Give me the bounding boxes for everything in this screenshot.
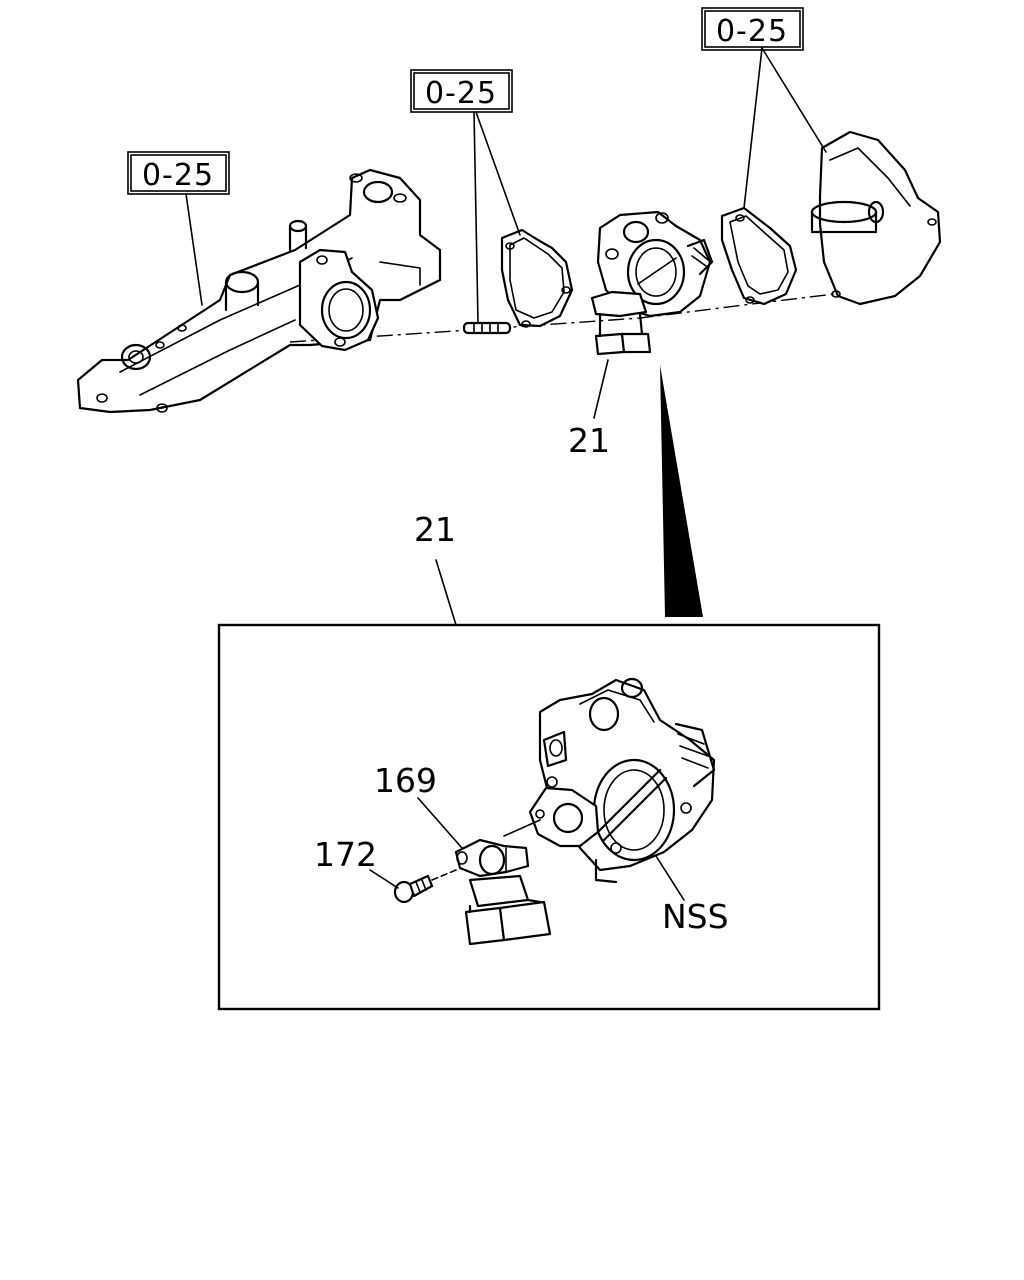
throttle-gasket [500,228,574,328]
part-label-detail: 21 [414,510,456,549]
part-label-throttle-top: 21 [568,421,610,460]
ref-box-manifold: 0-25 [127,151,230,195]
intake-manifold [76,168,442,414]
part-label-screw: 172 [314,835,377,874]
intake-assembly: 0-25 0-25 0-25 21 [76,7,942,460]
throttle-position-sensor [454,838,552,946]
detail-leader [435,559,457,626]
leader-169 [417,797,463,849]
ref-label-center: 0-25 [425,76,497,111]
stud-bolt [462,321,512,335]
part-label-body: NSS [662,897,729,936]
sensor-to-body-leader [503,819,541,837]
part-label-sensor: 169 [374,761,437,800]
detail-zoom-wedge [660,365,703,617]
leader-lines-top [185,47,827,419]
screw-172 [393,869,457,904]
ref-box-center: 0-25 [410,69,513,113]
ref-box-right: 0-25 [701,7,804,51]
ref-label-right: 0-25 [716,14,788,49]
detail-panel: 21 [217,510,881,1011]
throttle-body-detail [528,677,716,884]
leader-nss [655,855,685,901]
detail-frame [217,623,881,1011]
intake-elbow [810,130,942,306]
throttle-body-top [590,210,714,356]
outlet-gasket [720,206,798,306]
ref-label-manifold: 0-25 [142,158,214,193]
leader-172 [369,869,399,889]
